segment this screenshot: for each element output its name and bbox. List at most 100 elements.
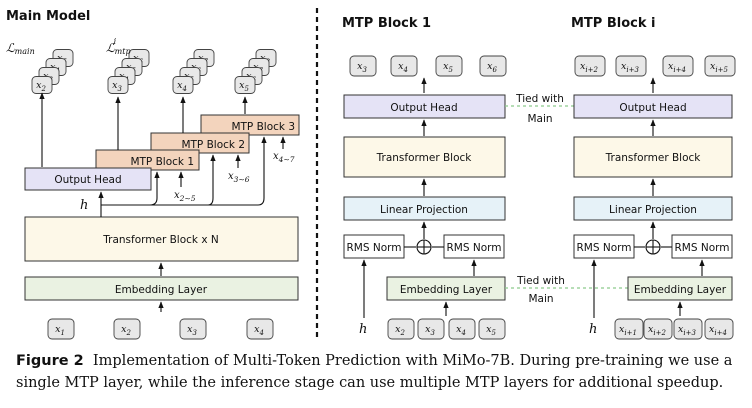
span-label-4-7: x4∼7	[273, 151, 295, 164]
mtpi-rms-norm-right: RMS Norm	[671, 234, 733, 259]
mtp1-add-op	[416, 239, 432, 255]
svg-text:Embedding Layer: Embedding Layer	[400, 284, 493, 296]
svg-text:x5: x5	[443, 61, 453, 74]
output-token: x3	[349, 55, 377, 77]
output-token: x4	[390, 55, 418, 77]
mtp1-transformer-block: Transformer Block	[343, 136, 506, 178]
mtp-block-1-title: MTP Block 1	[342, 16, 431, 31]
output-token: x6	[479, 55, 507, 77]
output-token: x5	[435, 55, 463, 77]
main-hidden-label: h	[80, 198, 88, 213]
svg-text:Linear Projection: Linear Projection	[380, 204, 468, 216]
svg-text:Linear Projection: Linear Projection	[609, 204, 697, 216]
svg-text:x2: x2	[395, 324, 405, 337]
output-token: xi+5	[704, 55, 736, 77]
svg-text:xi+4: xi+4	[709, 324, 727, 337]
output-token-stacks: x5x4x3x2x6x5x4x3x7x6x5x4x8x7x6x5	[31, 49, 277, 94]
figure-caption: Figure 2 Implementation of Multi-Token P…	[16, 350, 746, 394]
mtp1-rms-norm-left: RMS Norm	[343, 234, 405, 259]
svg-text:xi+4: xi+4	[668, 61, 686, 74]
svg-text:x4: x4	[398, 61, 408, 74]
svg-text:MTP Block 1: MTP Block 1	[130, 156, 194, 168]
input-token: xi+3	[673, 318, 703, 340]
stacked-output-token: x2	[31, 76, 53, 94]
mtp1-linear-projection: Linear Projection	[343, 196, 506, 221]
caption-label: Figure 2	[16, 353, 84, 369]
mtp1-output-tokens: x3 x4 x5 x6	[349, 55, 507, 77]
mtp-diagram: Main Model x5x4x3x2x6x5x4x3x7x6x5x4x8x7x…	[6, 8, 736, 340]
input-token: x4	[246, 318, 274, 340]
svg-text:xi+3: xi+3	[621, 61, 639, 74]
mtp-loss-label: ℒmtpi	[106, 37, 131, 56]
input-token: x1	[47, 318, 75, 340]
svg-text:Output Head: Output Head	[54, 174, 121, 186]
svg-text:x3: x3	[357, 61, 367, 74]
svg-text:MTP Block 3: MTP Block 3	[231, 121, 295, 133]
mtp-block-2: MTP Block 2	[150, 132, 250, 154]
main-input-tokens: x1 x2 x3 x4	[47, 318, 274, 340]
svg-text:Output Head: Output Head	[619, 102, 686, 114]
input-token: x2	[113, 318, 141, 340]
svg-text:x2: x2	[121, 324, 131, 337]
svg-text:x1: x1	[55, 324, 65, 337]
svg-text:x5: x5	[486, 324, 496, 337]
svg-text:x3: x3	[112, 80, 122, 93]
svg-text:Embedding Layer: Embedding Layer	[634, 284, 727, 296]
span-label-2-5: x2∼5	[174, 190, 196, 203]
svg-text:RMS Norm: RMS Norm	[347, 242, 402, 254]
svg-text:Embedding Layer: Embedding Layer	[115, 284, 208, 296]
svg-text:xi+5: xi+5	[710, 61, 728, 74]
input-token: xi+4	[704, 318, 734, 340]
svg-text:RMS Norm: RMS Norm	[577, 242, 632, 254]
caption-text: Implementation of Multi-Token Prediction…	[16, 353, 733, 391]
mtp-block-3: MTP Block 3	[200, 114, 300, 136]
main-transformer-block: Transformer Block x N	[24, 216, 299, 262]
mtp-block-i-title: MTP Block i	[571, 16, 656, 31]
main-model-title: Main Model	[6, 9, 90, 24]
main-embedding-layer: Embedding Layer	[24, 276, 299, 301]
stacked-output-token: x3	[107, 76, 129, 94]
mtpi-output-head: Output Head	[573, 94, 733, 119]
mtp1-output-head: Output Head	[343, 94, 506, 119]
tie-label-bottom-1: Tied with	[516, 275, 565, 287]
input-token: x3	[417, 318, 445, 340]
input-token: x5	[478, 318, 506, 340]
svg-text:RMS Norm: RMS Norm	[447, 242, 502, 254]
svg-text:Transformer Block: Transformer Block	[376, 152, 473, 164]
svg-text:MTP Block 2: MTP Block 2	[181, 139, 245, 151]
mtp1-rms-norm-right: RMS Norm	[443, 234, 505, 259]
output-token: xi+3	[615, 55, 647, 77]
svg-text:x3: x3	[425, 324, 435, 337]
input-token: x2	[387, 318, 415, 340]
mtpi-transformer-block: Transformer Block	[573, 136, 733, 178]
mtp1-input-tokens: x2 x3 x4 x5	[387, 318, 506, 340]
svg-text:xi+2: xi+2	[648, 324, 666, 337]
svg-text:x4: x4	[456, 324, 466, 337]
mtpi-linear-projection: Linear Projection	[573, 196, 733, 221]
input-token: x3	[179, 318, 207, 340]
mtpi-hidden-label: h	[589, 322, 597, 337]
main-loss-label: ℒmain	[6, 41, 35, 56]
mtpi-add-op	[645, 239, 661, 255]
svg-text:xi+2: xi+2	[580, 61, 598, 74]
svg-text:x3: x3	[187, 324, 197, 337]
svg-text:x2: x2	[36, 80, 46, 93]
tie-label-bottom-2: Main	[528, 293, 553, 305]
output-token: xi+4	[662, 55, 694, 77]
stacked-output-token: x4	[172, 76, 194, 94]
svg-text:RMS Norm: RMS Norm	[675, 242, 730, 254]
tie-label-top-1: Tied with	[515, 93, 564, 105]
span-label-3-6: x3∼6	[228, 171, 250, 184]
tie-label-top-2: Main	[527, 113, 552, 125]
svg-text:Transformer Block x N: Transformer Block x N	[102, 234, 219, 246]
input-token: x4	[448, 318, 476, 340]
mtp-block-1: MTP Block 1	[95, 149, 200, 171]
output-token: xi+2	[574, 55, 606, 77]
mtp1-hidden-label: h	[359, 322, 367, 337]
mtpi-rms-norm-left: RMS Norm	[573, 234, 635, 259]
svg-text:x4: x4	[177, 80, 187, 93]
mtpi-output-tokens: xi+2 xi+3 xi+4 xi+5	[574, 55, 736, 77]
main-output-head: Output Head	[24, 167, 152, 191]
mtp1-embedding-layer: Embedding Layer	[386, 276, 506, 301]
